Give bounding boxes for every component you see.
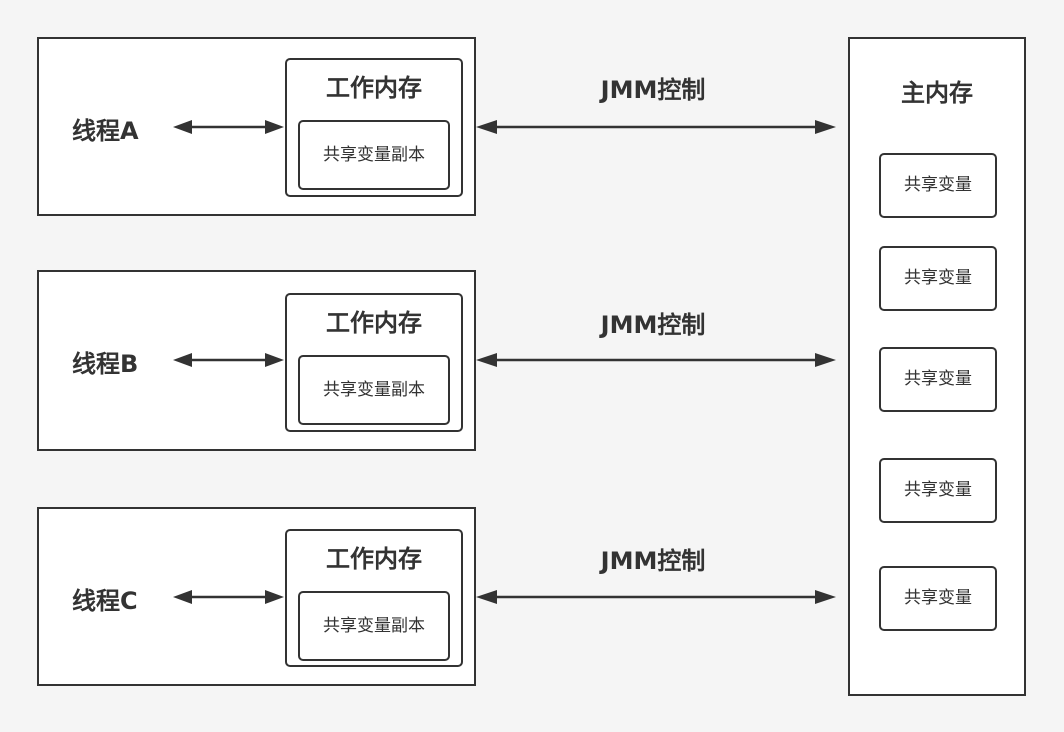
jmm-arrow-a: [476, 120, 836, 134]
shared-variable-box: 共享变量: [879, 566, 997, 631]
thread-a-work-memory-title: 工作内存: [326, 74, 422, 102]
thread-a-arrow: [173, 120, 284, 134]
thread-b-label: 线程B: [72, 350, 139, 378]
shared-variable-box: 共享变量: [879, 458, 997, 523]
thread-b-work-memory: 工作内存 共享变量副本: [285, 293, 463, 432]
thread-a-label: 线程A: [72, 117, 139, 145]
thread-a-variable-copy: 共享变量副本: [298, 120, 450, 190]
thread-b-box: 线程B 工作内存 共享变量副本: [37, 270, 476, 451]
thread-c-arrow: [173, 590, 284, 604]
thread-c-variable-copy: 共享变量副本: [298, 591, 450, 661]
thread-b-arrow: [173, 353, 284, 367]
thread-c-label: 线程C: [72, 587, 138, 615]
shared-variable-box: 共享变量: [879, 153, 997, 218]
main-memory-title: 主内存: [901, 79, 973, 107]
shared-variable-box: 共享变量: [879, 246, 997, 311]
thread-c-work-memory-title: 工作内存: [326, 545, 422, 573]
main-memory-box: 主内存 共享变量 共享变量 共享变量 共享变量 共享变量: [848, 37, 1026, 696]
jmm-arrow-c: [476, 590, 836, 604]
jmm-arrow-b: [476, 353, 836, 367]
thread-b-variable-copy: 共享变量副本: [298, 355, 450, 425]
thread-b-work-memory-title: 工作内存: [326, 309, 422, 337]
thread-c-work-memory: 工作内存 共享变量副本: [285, 529, 463, 667]
thread-a-work-memory: 工作内存 共享变量副本: [285, 58, 463, 197]
thread-a-box: 线程A 工作内存 共享变量副本: [37, 37, 476, 216]
shared-variable-box: 共享变量: [879, 347, 997, 412]
jmm-control-label-a: JMM控制: [600, 76, 706, 104]
jmm-control-label-c: JMM控制: [600, 547, 706, 575]
jmm-control-label-b: JMM控制: [600, 311, 706, 339]
